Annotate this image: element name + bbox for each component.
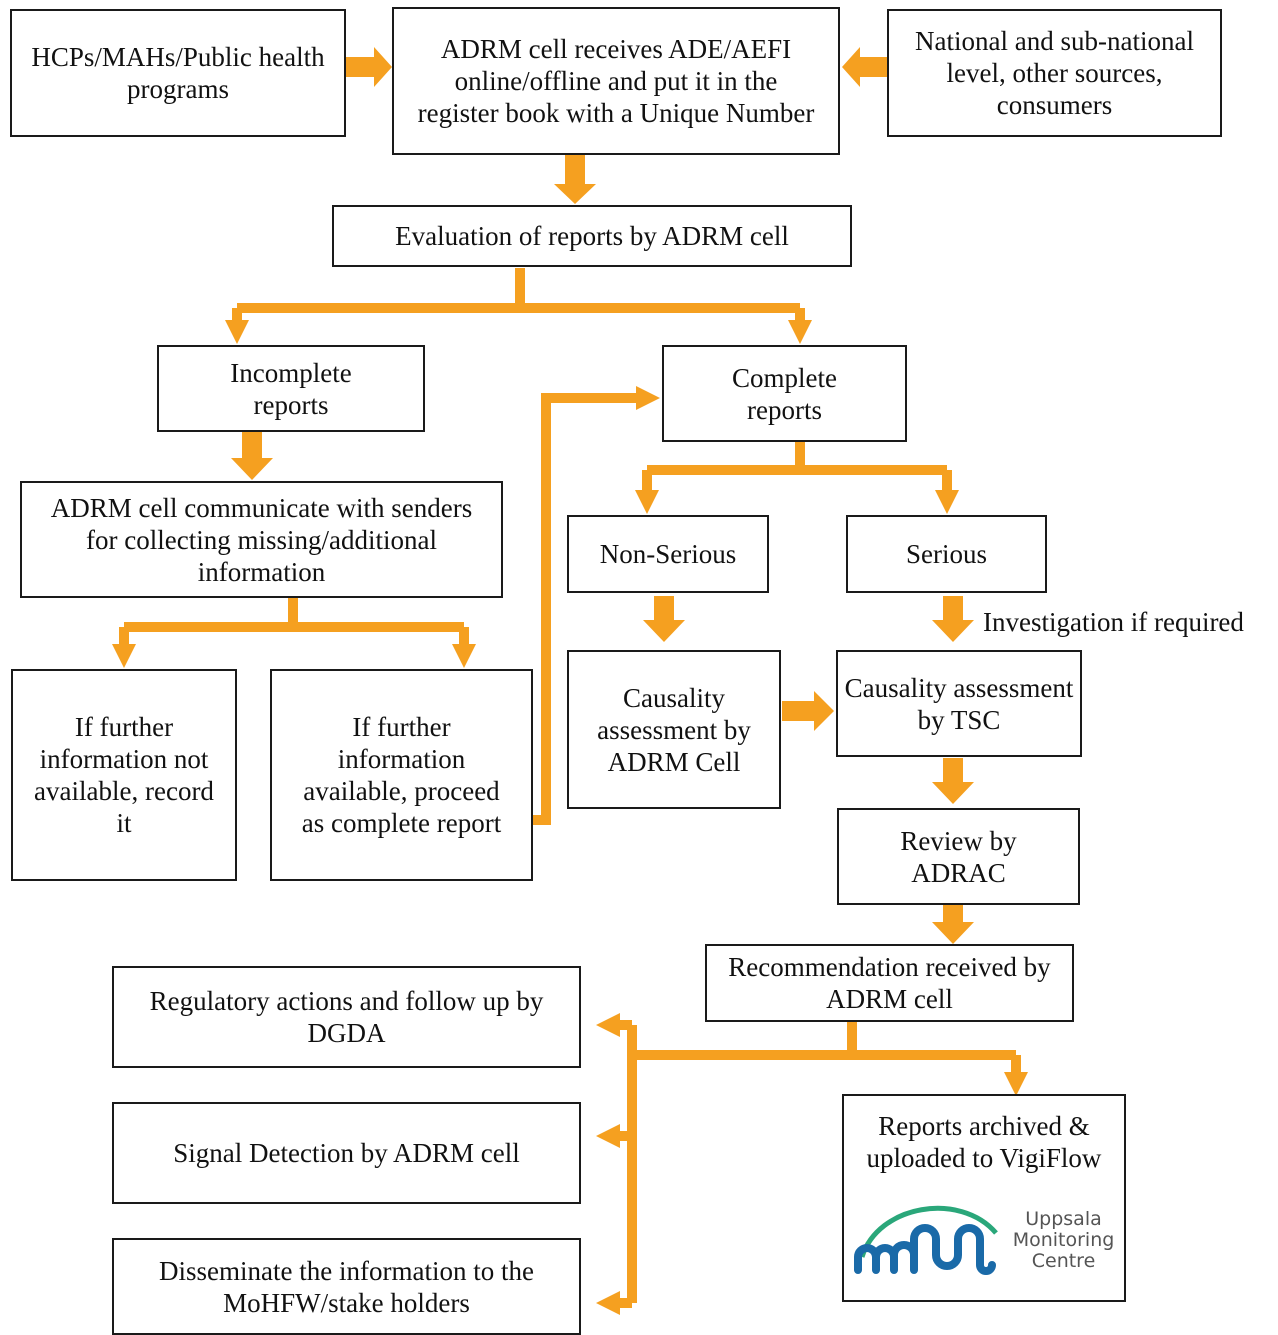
evaluation-label: Evaluation of reports by ADRM cell [395, 221, 789, 251]
receive-box: ADRM cell receives ADE/AEFI online/offli… [392, 7, 840, 155]
logo-text-line-3: Centre [1031, 1250, 1096, 1272]
available-label: If further information available, procee… [301, 712, 502, 838]
logo-wave [854, 1224, 996, 1275]
sources-left-box: HCPs/MAHs/Public health programs [10, 9, 346, 137]
signal-box: Signal Detection by ADRM cell [112, 1102, 581, 1204]
causality-adrm-box: Causality assessment by ADRM Cell [567, 650, 781, 809]
disseminate-label: Disseminate the information to the MoHFW… [159, 1255, 534, 1318]
not-available-label: If further information not available, re… [34, 712, 214, 838]
recommendation-label: Recommendation received by ADRM cell [728, 952, 1051, 1014]
receive-label: ADRM cell receives ADE/AEFI online/offli… [417, 34, 815, 128]
complete-box: Complete reports [662, 345, 907, 442]
disseminate-box: Disseminate the information to the MoHFW… [112, 1238, 581, 1335]
incomplete-box: Incomplete reports [157, 345, 425, 432]
communicate-label: ADRM cell communicate with senders for c… [50, 492, 473, 587]
regulatory-box: Regulatory actions and follow up by DGDA [112, 966, 581, 1068]
logo-text-line-1: Uppsala [1025, 1208, 1102, 1230]
non-serious-box: Non-Serious [567, 515, 769, 593]
serious-box: Serious [846, 515, 1047, 593]
serious-label: Serious [906, 539, 987, 569]
non-serious-label: Non-Serious [599, 539, 737, 569]
complete-label: Complete reports [732, 362, 837, 425]
evaluation-box: Evaluation of reports by ADRM cell [332, 205, 852, 267]
logo-text: Uppsala Monitoring Centre [1006, 1209, 1121, 1272]
communicate-box: ADRM cell communicate with senders for c… [20, 481, 503, 598]
recommendation-box: Recommendation received by ADRM cell [705, 944, 1074, 1022]
uppsala-monitoring-centre-logo [854, 1205, 998, 1275]
signal-label: Signal Detection by ADRM cell [173, 1138, 520, 1168]
causality-tsc-box: Causality assessment by TSC [836, 650, 1082, 757]
sources-right-label: National and sub-national level, other s… [915, 26, 1194, 120]
review-box: Review by ADRAC [837, 808, 1080, 905]
not-available-box: If further information not available, re… [11, 669, 237, 881]
review-label: Review by ADRAC [900, 825, 1017, 888]
available-box: If further information available, procee… [270, 669, 533, 881]
causality-tsc-label: Causality assessment by TSC [844, 672, 1074, 735]
investigation-label: Investigation if required [983, 607, 1244, 637]
logo-arc [859, 1205, 998, 1258]
regulatory-label: Regulatory actions and follow up by DGDA [149, 986, 544, 1048]
logo-text-line-2: Monitoring [1012, 1229, 1115, 1251]
sources-right-box: National and sub-national level, other s… [887, 9, 1222, 137]
causality-adrm-label: Causality assessment by ADRM Cell [597, 682, 751, 777]
sources-left-label: HCPs/MAHs/Public health programs [31, 42, 325, 104]
archived-label: Reports archived & uploaded to VigiFlow [866, 1111, 1102, 1173]
incomplete-label: Incomplete reports [230, 357, 352, 420]
